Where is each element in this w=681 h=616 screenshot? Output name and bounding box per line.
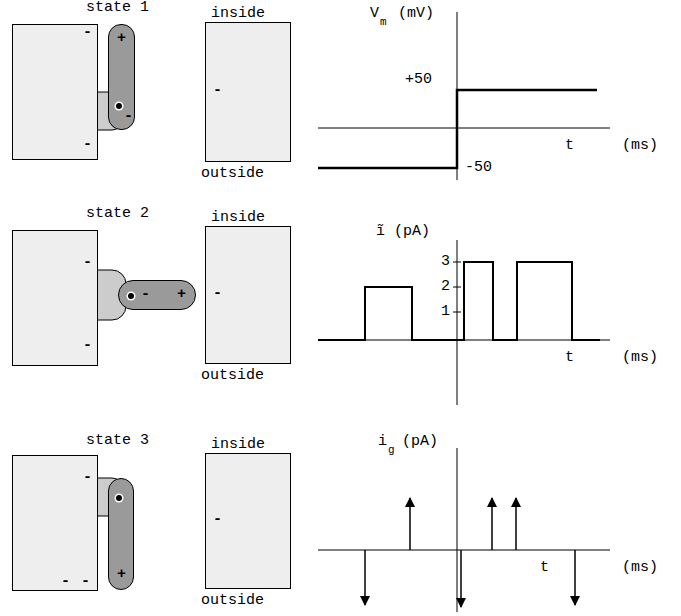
membrane-block: -- [12, 230, 98, 366]
voltage-sensor: + [108, 478, 134, 590]
voltage-sensor: +- [108, 24, 135, 130]
membrane-block: inside-outside [205, 453, 291, 589]
charge-sign: - [61, 574, 70, 590]
charge-sign: - [83, 137, 92, 153]
axis-label: t [565, 350, 574, 366]
tick-label: 2 [441, 279, 450, 295]
axis-label: V [370, 6, 379, 22]
charge-sign: - [213, 286, 222, 302]
axis-label: g [388, 442, 395, 458]
region-label: outside [201, 166, 264, 182]
pivot-dot [116, 495, 122, 501]
charge-sign: + [117, 567, 126, 583]
membrane-block: inside-outside [205, 22, 291, 162]
region-label: inside [211, 437, 265, 453]
tick-label: +50 [405, 72, 432, 88]
membrane-block: -- [12, 24, 98, 160]
state-label: state 2 [86, 206, 149, 222]
axis-unit: (ms) [622, 350, 658, 366]
region-label: inside [211, 6, 265, 22]
axis-label: t [565, 138, 574, 154]
charge-sign: - [83, 25, 92, 41]
axis-label: t [540, 560, 549, 576]
charge-sign: + [117, 31, 126, 47]
charge-sign: - [124, 109, 133, 125]
charge-sign: - [83, 470, 92, 486]
charge-sign: + [177, 287, 186, 303]
charge-sign: - [213, 83, 222, 99]
region-label: outside [201, 368, 264, 384]
region-label: inside [211, 210, 265, 226]
membrane-block: --- [12, 455, 98, 591]
axis-unit: (mV) [398, 6, 434, 22]
pivot-dot [128, 293, 134, 299]
axis-label: ĩ (pA) [376, 224, 430, 240]
axis-label: m [380, 14, 387, 30]
tick-label: -50 [465, 160, 492, 176]
voltage-sensor: -+ [118, 280, 196, 310]
axis-unit: (ms) [622, 138, 658, 154]
current-plot [318, 240, 610, 405]
membrane-block: inside-outside [205, 226, 291, 364]
charge-sign: - [83, 338, 92, 354]
region-label: outside [201, 593, 264, 609]
voltage-plot [318, 12, 610, 180]
charge-sign: - [83, 255, 92, 271]
axis-unit: (pA) [402, 434, 438, 450]
charge-sign: - [213, 512, 222, 528]
tick-label: 1 [441, 304, 450, 320]
pivot-dot [116, 103, 122, 109]
gating-current-plot [318, 448, 610, 612]
axis-label: i [378, 434, 387, 450]
state-label: state 3 [86, 433, 149, 449]
charge-sign: - [141, 287, 150, 303]
state-label: state 1 [86, 0, 149, 16]
charge-sign: - [81, 574, 90, 590]
tick-label: 3 [441, 254, 450, 270]
axis-unit: (ms) [622, 560, 658, 576]
